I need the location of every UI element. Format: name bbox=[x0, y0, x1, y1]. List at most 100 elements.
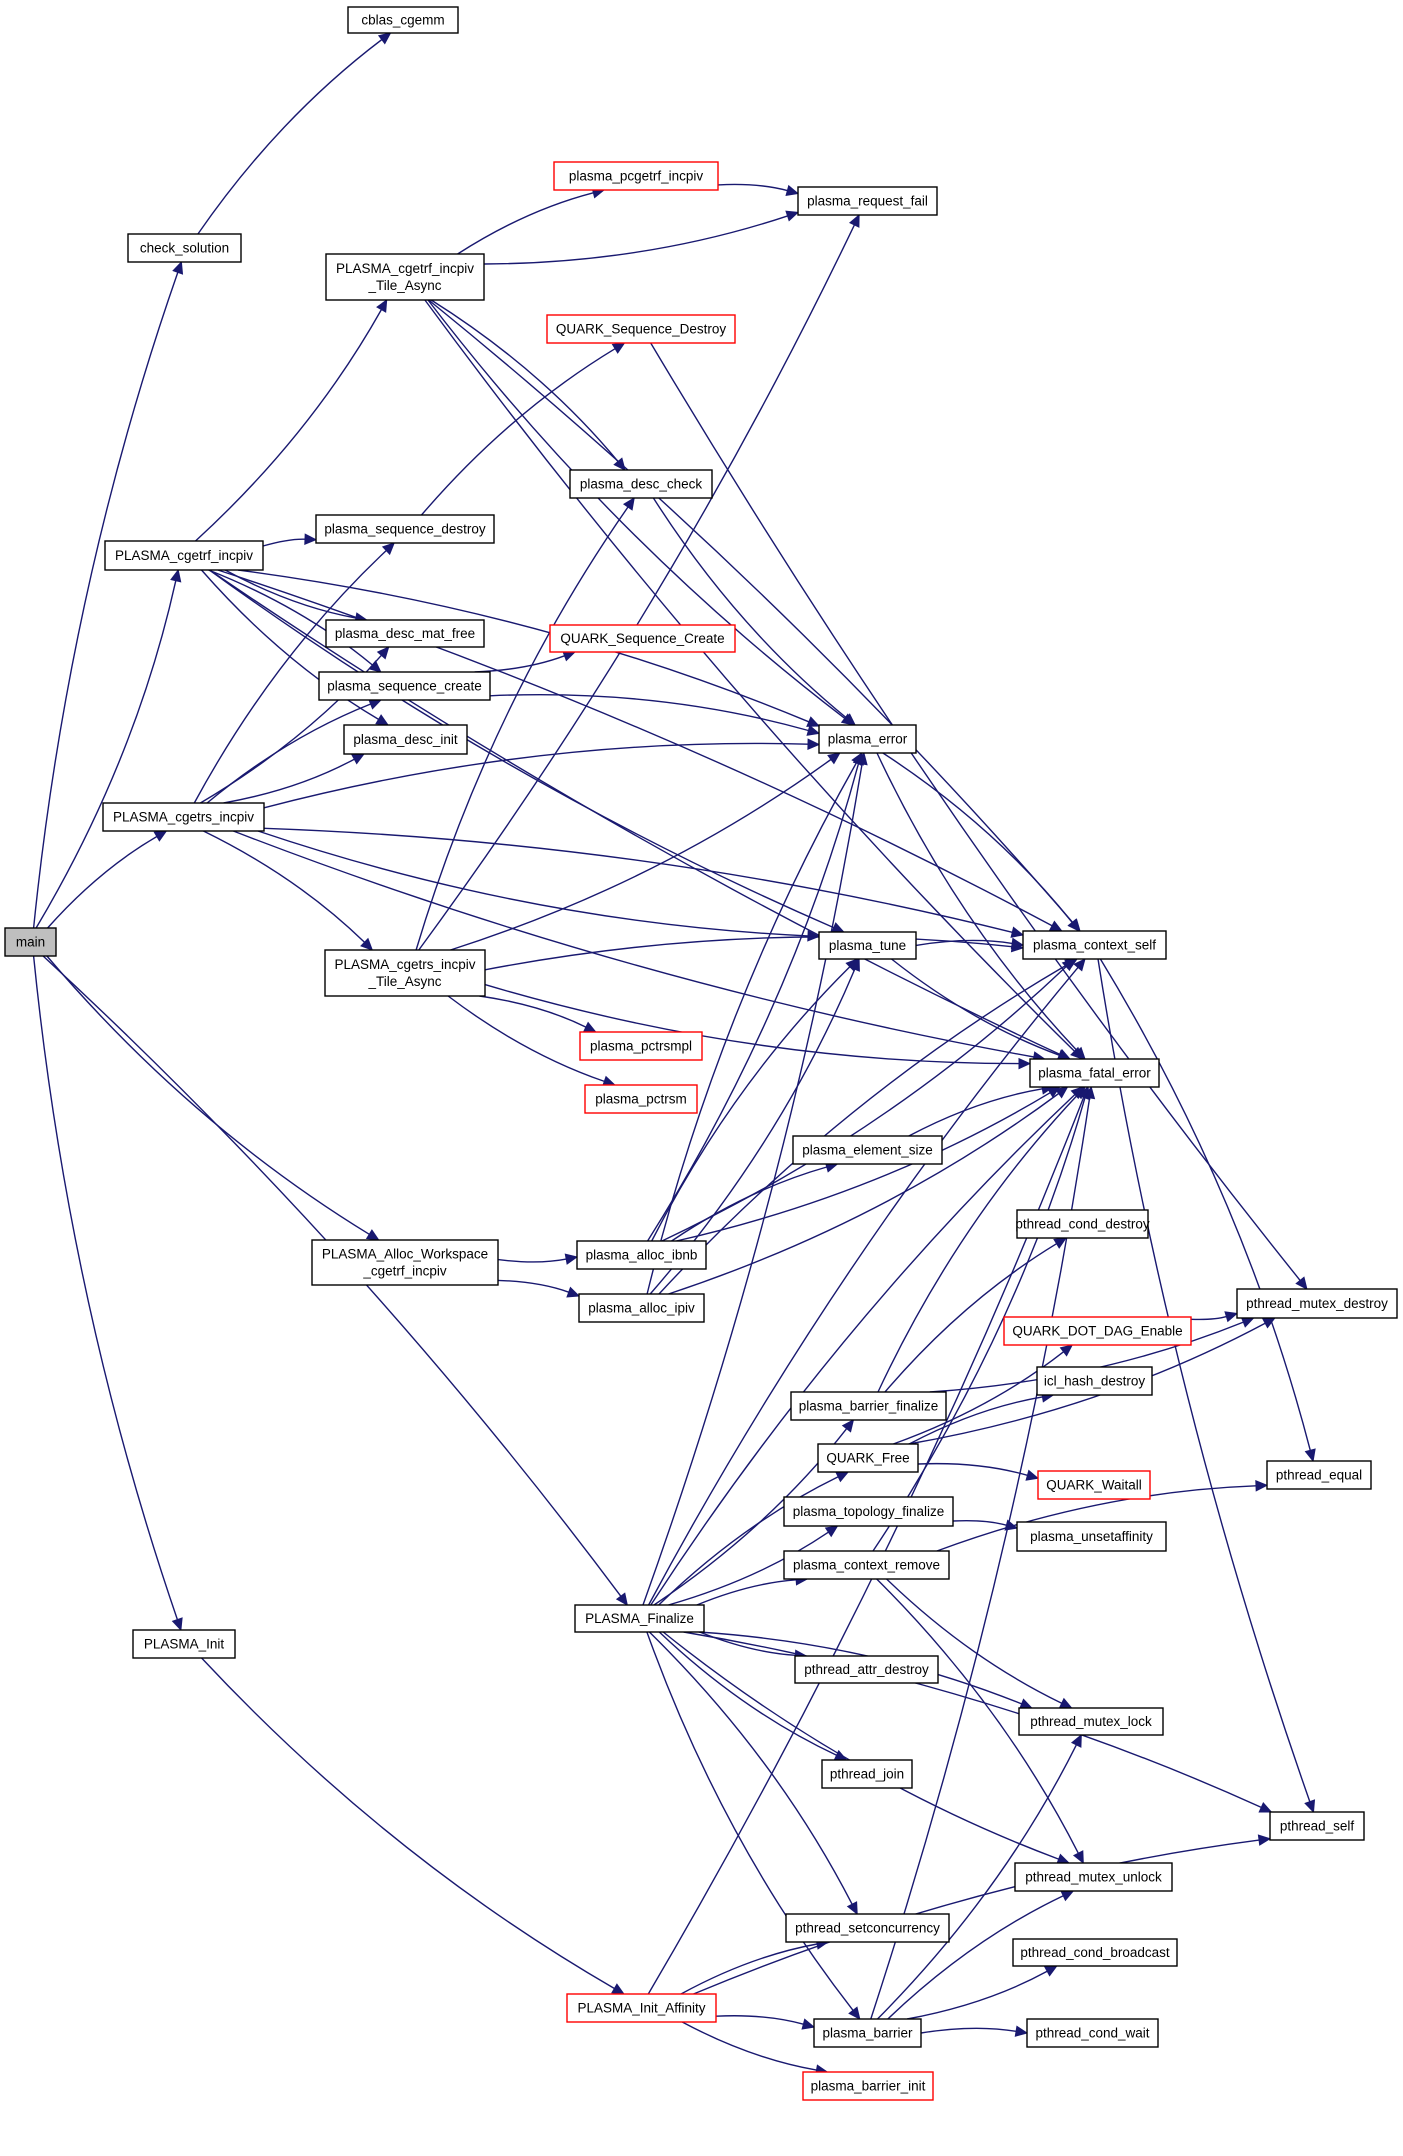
node-plasma-desc-mat-free[interactable]: plasma_desc_mat_free bbox=[325, 619, 485, 648]
node-plasma-init-affinity[interactable]: PLASMA_Init_Affinity bbox=[566, 1993, 717, 2023]
node-box[interactable] bbox=[1236, 1288, 1398, 1319]
node-box[interactable] bbox=[1269, 1811, 1365, 1841]
node-plasma-barrier-init[interactable]: plasma_barrier_init bbox=[802, 2071, 934, 2101]
node-box[interactable] bbox=[579, 1031, 703, 1061]
node-plasma-alloc-ibnb[interactable]: plasma_alloc_ibnb bbox=[576, 1240, 707, 1270]
node-plasma-barrier[interactable]: plasma_barrier bbox=[813, 2018, 922, 2048]
node-box[interactable] bbox=[1037, 1470, 1151, 1500]
node-box[interactable] bbox=[1016, 1521, 1167, 1552]
node-plasma-cgetrf-incpiv[interactable]: PLASMA_cgetrf_incpiv bbox=[104, 540, 264, 571]
node-pthread-mutex-unlock[interactable]: pthread_mutex_unlock bbox=[1014, 1862, 1173, 1892]
node-box[interactable] bbox=[318, 671, 491, 701]
node-plasma-context-self[interactable]: plasma_context_self bbox=[1022, 930, 1167, 960]
node-box[interactable] bbox=[1022, 930, 1167, 960]
node-box[interactable] bbox=[576, 1240, 707, 1270]
node-plasma-desc-check[interactable]: plasma_desc_check bbox=[569, 469, 713, 499]
node-plasma-sequence-destroy[interactable]: plasma_sequence_destroy bbox=[315, 514, 495, 544]
node-box[interactable] bbox=[311, 1239, 499, 1286]
node-pthread-join[interactable]: pthread_join bbox=[821, 1759, 913, 1789]
node-box[interactable] bbox=[1003, 1316, 1192, 1346]
node-box[interactable] bbox=[797, 186, 938, 216]
node-quark-sequence-create[interactable]: QUARK_Sequence_Create bbox=[549, 624, 736, 653]
node-pthread-mutex-destroy[interactable]: pthread_mutex_destroy bbox=[1236, 1288, 1398, 1319]
node-main[interactable]: main bbox=[4, 927, 57, 957]
node-box[interactable] bbox=[4, 927, 57, 957]
node-plasma-pctrsm[interactable]: plasma_pctrsm bbox=[584, 1084, 698, 1114]
node-pthread-cond-broadcast[interactable]: pthread_cond_broadcast bbox=[1012, 1938, 1178, 1967]
node-plasma-unsetaffinity[interactable]: plasma_unsetaffinity bbox=[1016, 1521, 1167, 1552]
node-quark-free[interactable]: QUARK_Free bbox=[817, 1443, 919, 1473]
node-box[interactable] bbox=[574, 1604, 705, 1633]
node-box[interactable] bbox=[794, 1655, 939, 1684]
node-plasma-element-size[interactable]: plasma_element_size bbox=[792, 1135, 943, 1165]
node-box[interactable] bbox=[324, 949, 486, 997]
node-pthread-cond-destroy[interactable]: pthread_cond_destroy bbox=[1015, 1209, 1150, 1239]
node-plasma-cgetrs-incpiv-tile-async[interactable]: PLASMA_cgetrs_incpiv_Tile_Async bbox=[324, 949, 486, 997]
node-quark-dot-dag-enable[interactable]: QUARK_DOT_DAG_Enable bbox=[1003, 1316, 1192, 1346]
node-pthread-attr-destroy[interactable]: pthread_attr_destroy bbox=[794, 1655, 939, 1684]
node-plasma-tune[interactable]: plasma_tune bbox=[818, 931, 917, 960]
node-box[interactable] bbox=[783, 1496, 954, 1527]
node-box[interactable] bbox=[132, 1629, 236, 1659]
node-plasma-error[interactable]: plasma_error bbox=[818, 724, 917, 754]
node-box[interactable] bbox=[1266, 1460, 1372, 1490]
node-plasma-barrier-finalize[interactable]: plasma_barrier_finalize bbox=[790, 1391, 947, 1421]
node-box[interactable] bbox=[104, 540, 264, 571]
node-plasma-pctrsmpl[interactable]: plasma_pctrsmpl bbox=[579, 1031, 703, 1061]
node-box[interactable] bbox=[821, 1759, 913, 1789]
node-box[interactable] bbox=[127, 233, 242, 263]
node-box[interactable] bbox=[1026, 2018, 1159, 2048]
node-box[interactable] bbox=[818, 724, 917, 754]
node-pthread-setconcurrency[interactable]: pthread_setconcurrency bbox=[785, 1913, 950, 1943]
node-box[interactable] bbox=[549, 624, 736, 653]
node-pthread-mutex-lock[interactable]: pthread_mutex_lock bbox=[1018, 1707, 1164, 1736]
node-plasma-pcgetrf-incpiv[interactable]: plasma_pcgetrf_incpiv bbox=[553, 161, 719, 191]
node-box[interactable] bbox=[1012, 1938, 1178, 1967]
node-box[interactable] bbox=[802, 2071, 934, 2101]
node-plasma-alloc-workspace-cgetrf-incpiv[interactable]: PLASMA_Alloc_Workspace_cgetrf_incpiv bbox=[311, 1239, 499, 1286]
node-plasma-fatal-error[interactable]: plasma_fatal_error bbox=[1029, 1058, 1160, 1088]
node-plasma-sequence-create[interactable]: plasma_sequence_create bbox=[318, 671, 491, 701]
node-box[interactable] bbox=[569, 469, 713, 499]
node-plasma-topology-finalize[interactable]: plasma_topology_finalize bbox=[783, 1496, 954, 1527]
node-box[interactable] bbox=[1014, 1862, 1173, 1892]
node-pthread-cond-wait[interactable]: pthread_cond_wait bbox=[1026, 2018, 1159, 2048]
node-box[interactable] bbox=[325, 619, 485, 648]
node-plasma-finalize[interactable]: PLASMA_Finalize bbox=[574, 1604, 705, 1633]
node-box[interactable] bbox=[792, 1135, 943, 1165]
node-cblas-cgemm[interactable]: cblas_cgemm bbox=[347, 6, 459, 34]
node-check-solution[interactable]: check_solution bbox=[127, 233, 242, 263]
node-box[interactable] bbox=[783, 1550, 950, 1580]
node-plasma-context-remove[interactable]: plasma_context_remove bbox=[783, 1550, 950, 1580]
node-box[interactable] bbox=[1029, 1058, 1160, 1088]
node-box[interactable] bbox=[102, 802, 265, 832]
node-box[interactable] bbox=[817, 1443, 919, 1473]
node-box[interactable] bbox=[584, 1084, 698, 1114]
node-box[interactable] bbox=[785, 1913, 950, 1943]
node-quark-waitall[interactable]: QUARK_Waitall bbox=[1037, 1470, 1151, 1500]
node-box[interactable] bbox=[347, 6, 459, 34]
node-pthread-equal[interactable]: pthread_equal bbox=[1266, 1460, 1372, 1490]
node-box[interactable] bbox=[566, 1993, 717, 2023]
node-box[interactable] bbox=[546, 314, 736, 344]
node-pthread-self[interactable]: pthread_self bbox=[1269, 1811, 1365, 1841]
node-plasma-cgetrs-incpiv[interactable]: PLASMA_cgetrs_incpiv bbox=[102, 802, 265, 832]
node-box[interactable] bbox=[1016, 1209, 1149, 1239]
node-plasma-init[interactable]: PLASMA_Init bbox=[132, 1629, 236, 1659]
node-box[interactable] bbox=[553, 161, 719, 191]
node-plasma-cgetrf-incpiv-tile-async[interactable]: PLASMA_cgetrf_incpiv_Tile_Async bbox=[325, 253, 485, 301]
node-box[interactable] bbox=[813, 2018, 922, 2048]
node-plasma-desc-init[interactable]: plasma_desc_init bbox=[343, 724, 468, 755]
node-plasma-alloc-ipiv[interactable]: plasma_alloc_ipiv bbox=[578, 1293, 705, 1323]
node-box[interactable] bbox=[790, 1391, 947, 1421]
node-box[interactable] bbox=[818, 931, 917, 960]
node-icl-hash-destroy[interactable]: icl_hash_destroy bbox=[1036, 1366, 1153, 1396]
node-quark-sequence-destroy[interactable]: QUARK_Sequence_Destroy bbox=[546, 314, 736, 344]
node-box[interactable] bbox=[1036, 1366, 1153, 1396]
node-box[interactable] bbox=[578, 1293, 705, 1323]
node-box[interactable] bbox=[1018, 1707, 1164, 1736]
node-box[interactable] bbox=[325, 253, 485, 301]
node-box[interactable] bbox=[315, 514, 495, 544]
node-box[interactable] bbox=[343, 724, 468, 755]
node-plasma-request-fail[interactable]: plasma_request_fail bbox=[797, 186, 938, 216]
